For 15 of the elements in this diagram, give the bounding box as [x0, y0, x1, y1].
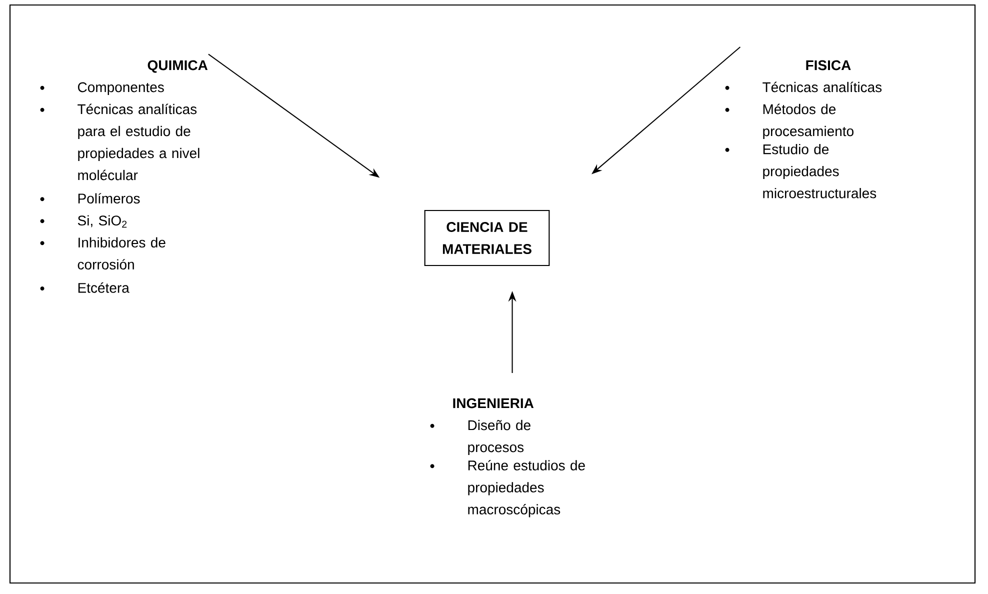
bullet-item: Etcétera	[78, 282, 130, 293]
list-heading: QUIMICA	[148, 60, 208, 73]
title-box: CIENCIA DE MATERIALES	[424, 210, 550, 266]
bullet-item: Técnicas analíticas para el estudio de propiedades a nivel molécular	[78, 104, 200, 180]
bullet-item: Métodos de procesamiento	[763, 104, 854, 139]
bullet-item: Reúne estudios de propiedades macroscópicas	[468, 460, 585, 518]
bullet-item: Estudio de propiedades microestructurales	[763, 144, 876, 198]
bullet-item: Técnicas analíticas	[762, 82, 882, 92]
bullet-item: Si, SiO$_{2}$	[78, 215, 127, 228]
bullet-item: Polímeros	[78, 193, 140, 204]
bullet-item: Diseño de procesos	[468, 420, 530, 455]
list-heading: FISICA	[806, 60, 851, 70]
bullet-item: Inhibidores de corrosión	[78, 237, 166, 270]
bullet-item: Componentes	[78, 82, 164, 95]
list-heading: INGENIERIA	[453, 398, 534, 408]
